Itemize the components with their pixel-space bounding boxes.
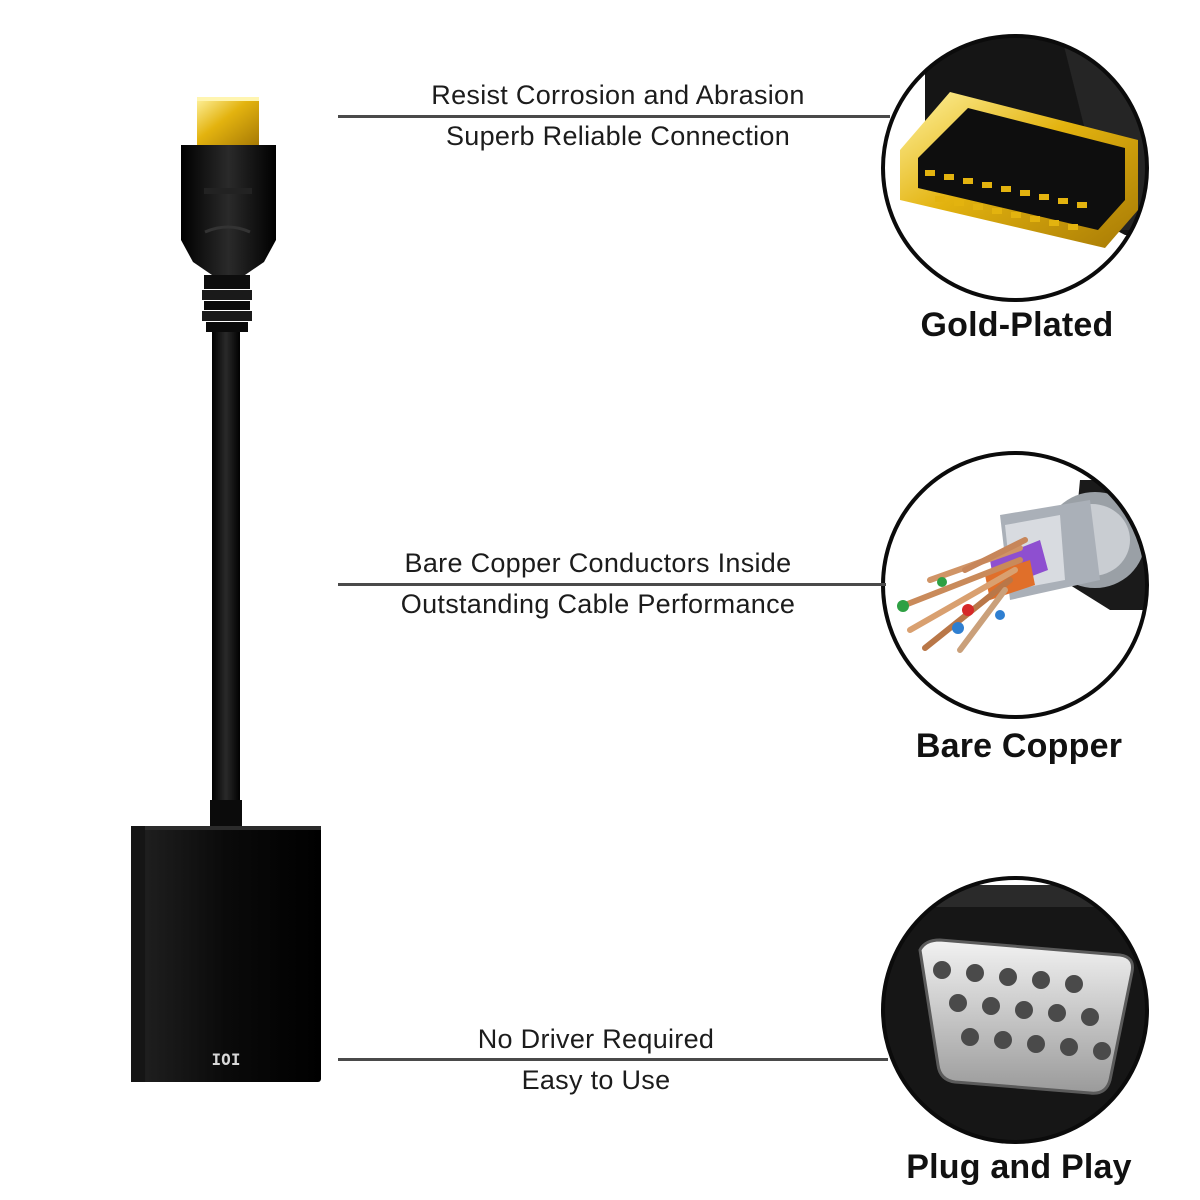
- feature-3-leader-line: [338, 1058, 888, 1061]
- feature-1-text: Resist Corrosion and Abrasion Superb Rel…: [358, 75, 878, 157]
- hdmi-plug-icon: [181, 97, 276, 828]
- feature-2-text: Bare Copper Conductors Inside Outstandin…: [338, 543, 858, 625]
- vga-port-label: IOI: [211, 1050, 241, 1069]
- feature-3-caption: Plug and Play: [906, 1148, 1132, 1186]
- gold-plated-closeup-icon: [881, 34, 1149, 302]
- vga-port-closeup-icon: [881, 876, 1149, 1144]
- feature-3-text: No Driver Required Easy to Use: [336, 1019, 856, 1101]
- feature-1-line-2: Superb Reliable Connection: [445, 121, 791, 151]
- vga-adapter-box-icon: [131, 826, 321, 1082]
- feature-2-line-1: Bare Copper Conductors Inside: [404, 548, 792, 578]
- feature-1-caption: Gold-Plated: [920, 306, 1114, 344]
- feature-1-line-1: Resist Corrosion and Abrasion: [431, 80, 805, 110]
- bare-copper-closeup-icon: [881, 451, 1149, 719]
- feature-2-caption: Bare Copper: [915, 727, 1123, 765]
- feature-1-leader-line: [338, 115, 890, 118]
- feature-3-line-2: Easy to Use: [521, 1065, 671, 1095]
- feature-2-line-2: Outstanding Cable Performance: [400, 589, 796, 619]
- feature-2-leader-line: [338, 583, 886, 586]
- feature-3-line-1: No Driver Required: [477, 1024, 715, 1054]
